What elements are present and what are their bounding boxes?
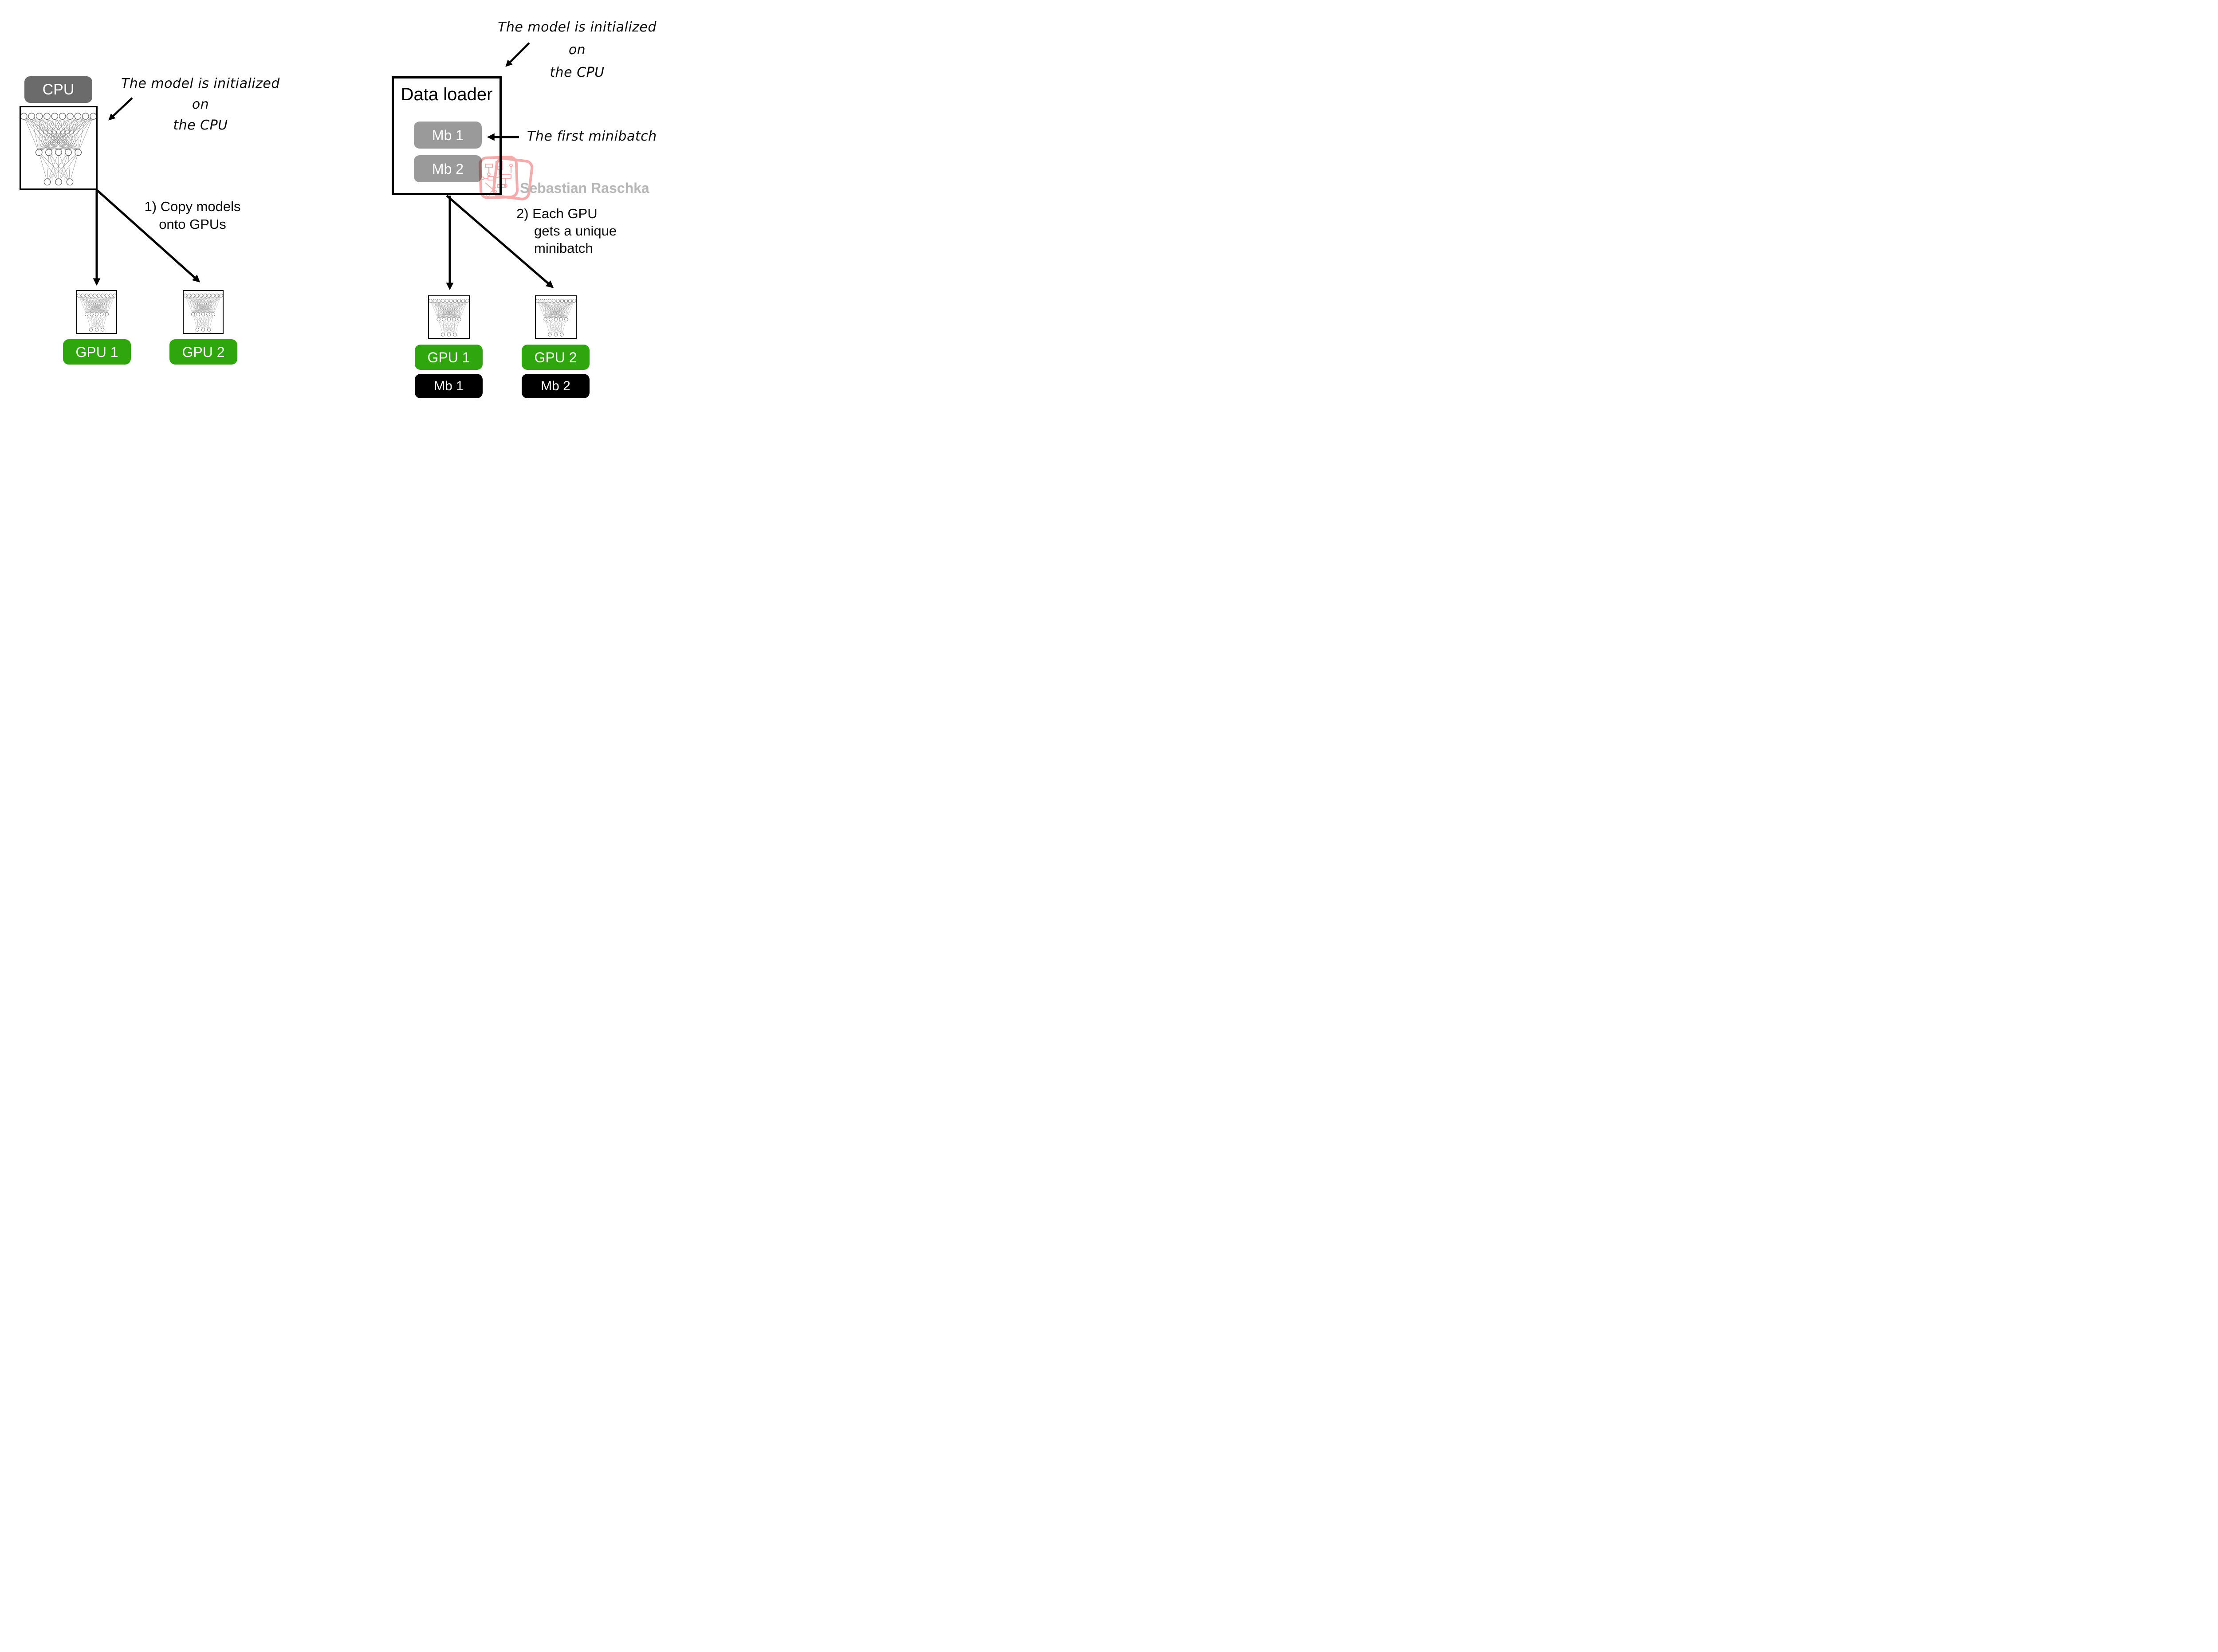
- gpu1-badge-left-label: GPU 1: [75, 344, 118, 360]
- neural-network-icon: [184, 294, 223, 332]
- data-loader-title: Data loader: [401, 85, 493, 104]
- gpu1-badge-right-label: GPU 1: [427, 349, 470, 365]
- step1-line1: 1) Copy models: [144, 199, 241, 214]
- right-annotation-line1: The model is initialized on: [498, 20, 657, 58]
- left-annotation-line2: the CPU: [173, 118, 228, 133]
- minibatch2-assigned-pill: Mb 2: [522, 374, 590, 398]
- gpu1-model-box-right: [428, 295, 470, 339]
- gpu2-badge-right-label: GPU 2: [534, 349, 577, 365]
- left-annotation: The model is initialized on the CPU: [111, 73, 290, 136]
- step2-label: 2) Each GPU gets a unique minibatch: [516, 205, 617, 257]
- cpu-badge-label: CPU: [42, 81, 75, 98]
- diagram-canvas: CPU The model is initialized on the CPU …: [0, 0, 680, 413]
- minibatch2-pill: Mb 2: [414, 155, 482, 182]
- right-annotation-line2: the CPU: [550, 65, 605, 80]
- gpu1-badge-right: GPU 1: [415, 345, 483, 370]
- step2-line3: minibatch: [534, 240, 593, 256]
- step2-line2: gets a unique: [534, 223, 617, 239]
- neural-network-icon: [536, 299, 576, 337]
- cpu-badge: CPU: [24, 76, 92, 103]
- gpu2-badge-right: GPU 2: [522, 345, 590, 370]
- gpu2-model-box-right: [535, 295, 577, 339]
- minibatch1-pill: Mb 1: [414, 122, 482, 149]
- neural-network-icon: [429, 299, 469, 337]
- gpu1-model-box-left: [76, 290, 117, 334]
- right-annotation: The model is initialized on the CPU: [488, 16, 666, 84]
- step2-line1: 2) Each GPU: [516, 206, 598, 221]
- minibatch1-assigned-label: Mb 1: [434, 378, 464, 393]
- left-annotation-line1: The model is initialized on: [121, 76, 280, 112]
- gpu2-badge-left-label: GPU 2: [182, 344, 225, 360]
- minibatch2-assigned-label: Mb 2: [541, 378, 570, 393]
- neural-network-icon: [77, 294, 116, 332]
- minibatch1-assigned-pill: Mb 1: [415, 374, 483, 398]
- gpu2-model-box-left: [183, 290, 224, 334]
- gpu1-badge-left: GPU 1: [63, 339, 131, 365]
- step1-label: 1) Copy models onto GPUs: [141, 198, 244, 233]
- minibatch1-pill-label: Mb 1: [432, 127, 464, 143]
- minibatch2-pill-label: Mb 2: [432, 161, 464, 177]
- first-minibatch-annotation: The first minibatch: [527, 129, 657, 144]
- gpu2-badge-left: GPU 2: [169, 339, 237, 365]
- watermark-author: Sebastian Raschka: [520, 180, 649, 196]
- step1-line2: onto GPUs: [159, 216, 226, 232]
- cpu-model-box: [20, 106, 98, 190]
- neural-network-icon: [21, 113, 96, 186]
